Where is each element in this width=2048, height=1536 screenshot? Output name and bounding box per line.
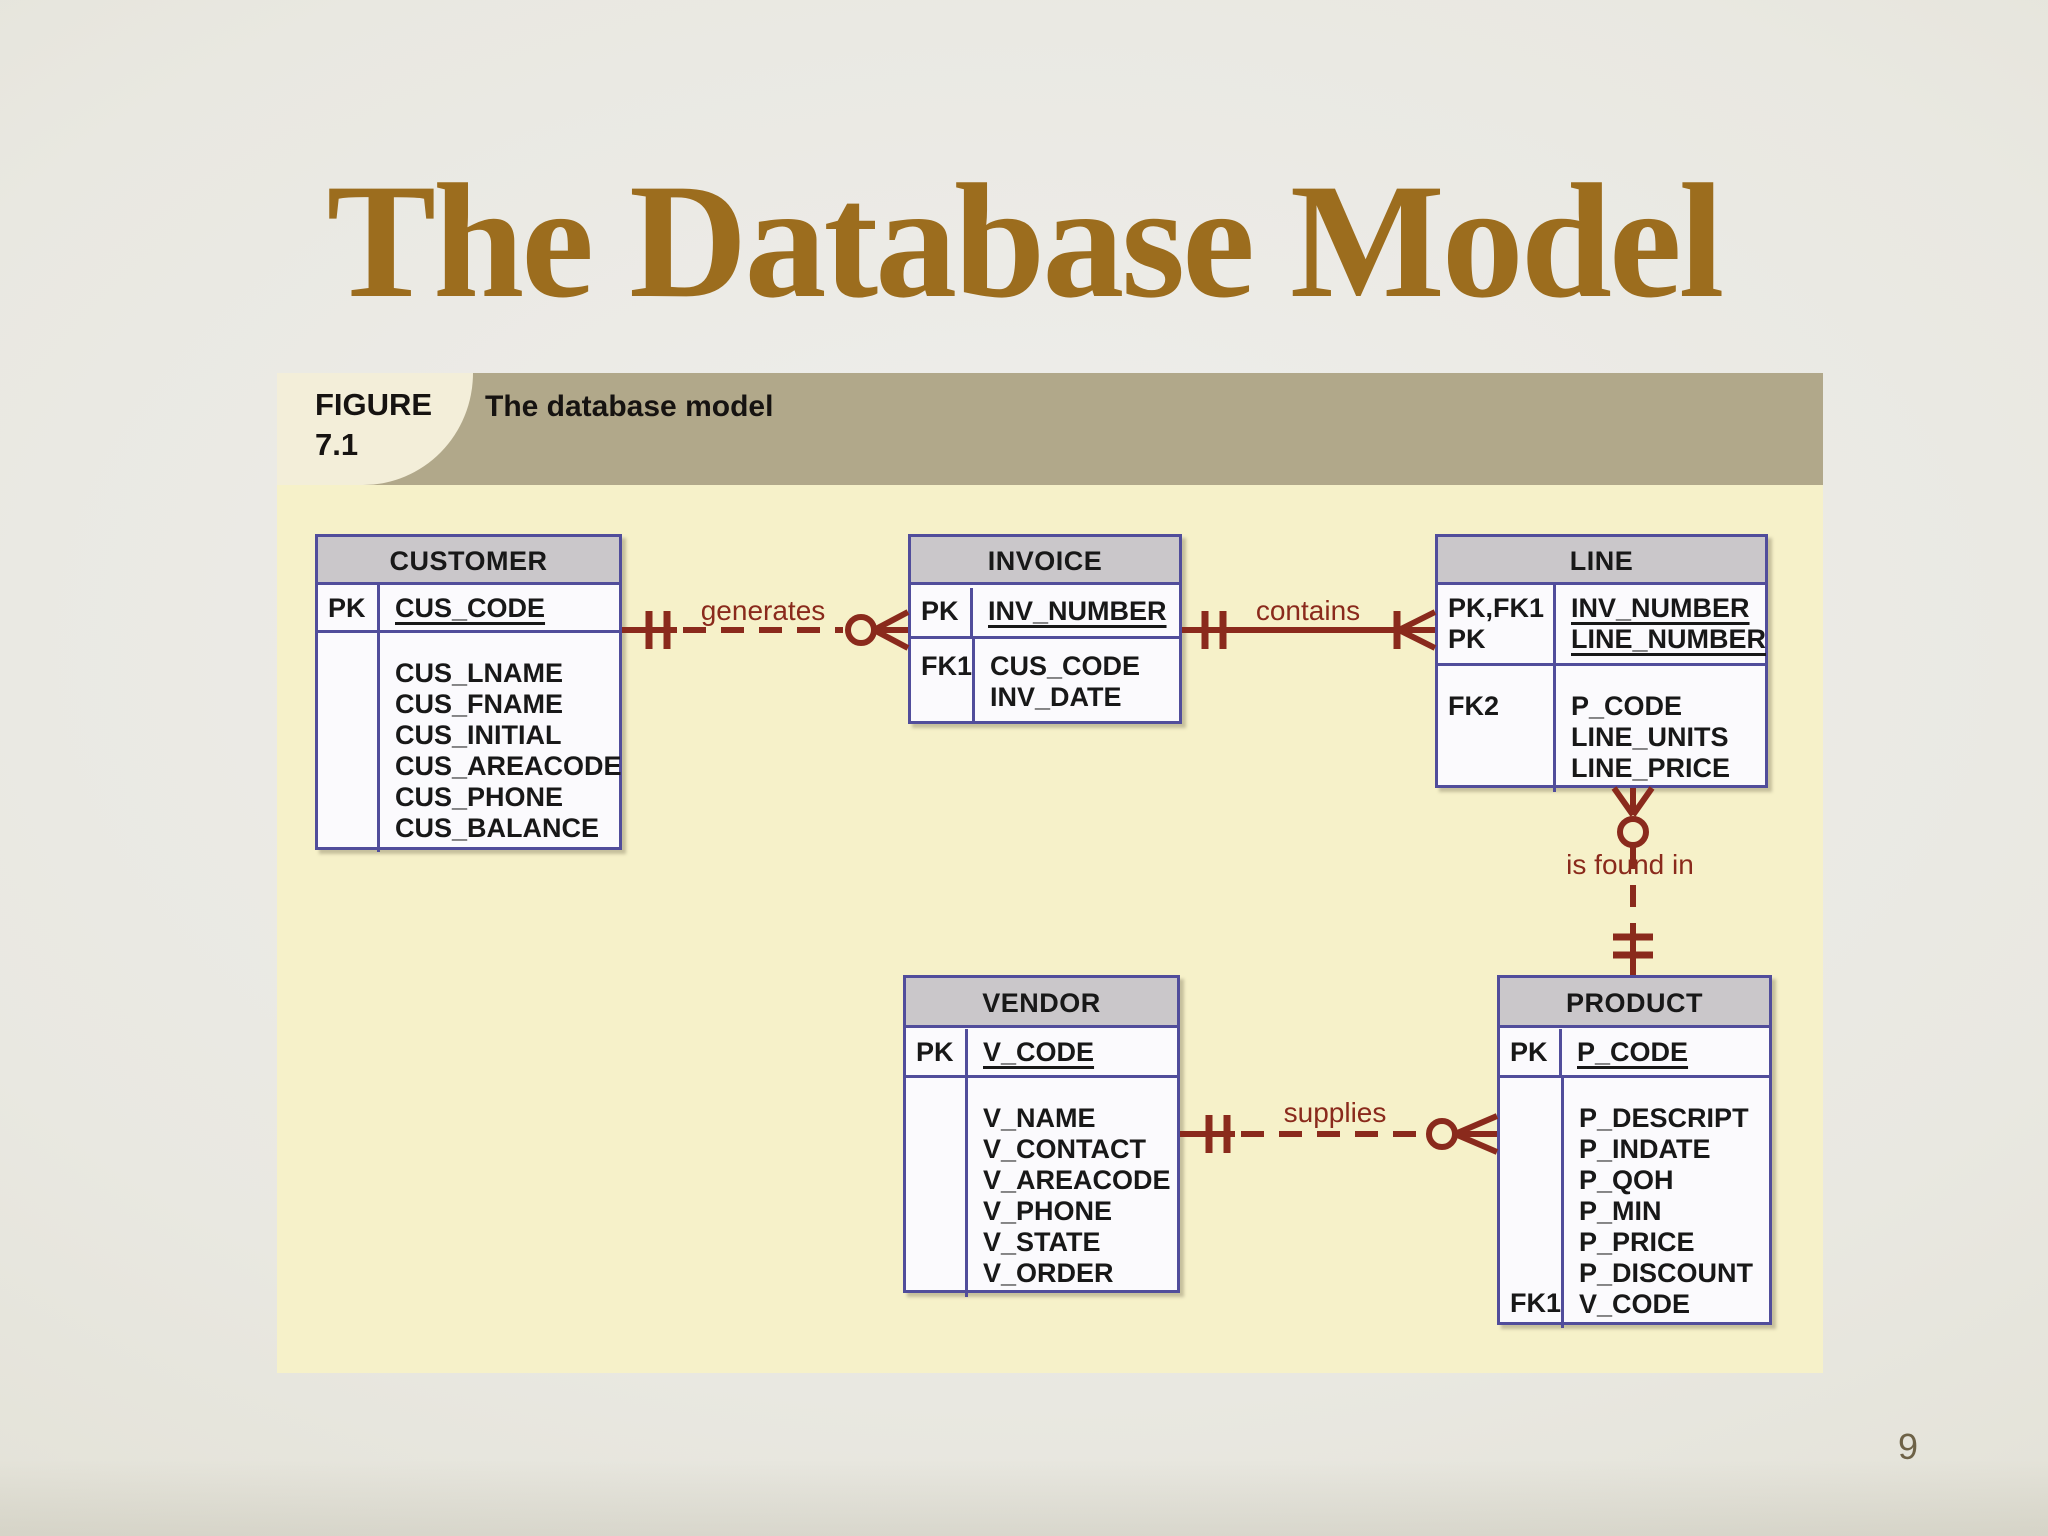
figure-caption: The database model — [485, 390, 774, 423]
attribute: INV_DATE — [990, 682, 1122, 712]
key-cell — [318, 633, 380, 852]
attribute: LINE_PRICE — [1571, 753, 1731, 783]
attribute: CUS_CODE — [395, 593, 546, 623]
field-cell: V_NAME V_CONTACT V_AREACODE V_PHONE V_ST… — [968, 1078, 1177, 1297]
er-diagram: CUSTOMER PK CUS_CODE CUS_LNAME CUS_FNAME… — [277, 485, 1823, 1373]
attribute: P_MIN — [1579, 1196, 1662, 1226]
slide-title: The Database Model — [326, 150, 1725, 332]
field-cell: CUS_CODE INV_DATE — [975, 639, 1179, 721]
key-cell: PK — [911, 588, 973, 636]
attribute: CUS_FNAME — [395, 689, 564, 719]
pk-row: PK,FK1 PK INV_NUMBER LINE_NUMBER — [1438, 585, 1766, 666]
field-cell: P_CODE LINE_UNITS LINE_PRICE — [1556, 666, 1765, 792]
pk-row: PK CUS_CODE — [318, 585, 619, 633]
figure-header-bar — [277, 373, 1823, 485]
page-number: 9 — [1898, 1426, 1919, 1467]
attribute: V_PHONE — [983, 1196, 1113, 1226]
key-cell: FK1 — [1500, 1078, 1565, 1328]
key-label: PK,FK1 — [1448, 593, 1545, 623]
field-cell: V_CODE — [968, 1029, 1177, 1075]
figure-panel: FIGURE 7.1 The database model CUSTOMER P… — [277, 373, 1823, 1373]
attribute: P_PRICE — [1579, 1227, 1695, 1257]
table-title: LINE — [1438, 537, 1765, 585]
relationship-label-is-found-in: is found in — [1566, 849, 1694, 880]
attribute: CUS_CODE — [990, 651, 1141, 681]
key-cell: PK — [906, 1029, 968, 1075]
key-label: FK1 — [1510, 1288, 1562, 1318]
entity-table-line: LINE PK,FK1 PK INV_NUMBER LINE_NUMBER FK… — [1435, 534, 1768, 792]
field-cell: P_DESCRIPT P_INDATE P_QOH P_MIN P_PRICE … — [1564, 1078, 1769, 1328]
field-cell: INV_NUMBER — [973, 588, 1179, 636]
attribute: CUS_PHONE — [395, 782, 564, 812]
attribute: LINE_NUMBER — [1571, 624, 1767, 654]
key-cell: FK2 — [1438, 666, 1556, 792]
field-cell: P_CODE — [1562, 1029, 1769, 1075]
attribute: V_CONTACT — [983, 1134, 1147, 1164]
attribute: INV_NUMBER — [988, 596, 1167, 626]
attribute: V_ORDER — [983, 1258, 1114, 1288]
relationship-label-generates: generates — [700, 595, 826, 626]
relationship-label-contains: contains — [1255, 595, 1361, 626]
table-title: INVOICE — [911, 537, 1179, 585]
attribute: P_INDATE — [1579, 1134, 1711, 1164]
attribute: CUS_LNAME — [395, 658, 564, 688]
entity-table-product: PRODUCT PK P_CODE FK1 P_DESCRIPT P_INDAT… — [1497, 975, 1772, 1328]
field-cell: INV_NUMBER LINE_NUMBER — [1556, 585, 1766, 663]
key-cell: FK1 — [911, 639, 976, 721]
key-cell: PK,FK1 PK — [1438, 585, 1556, 663]
attribute: V_STATE — [983, 1227, 1101, 1257]
fk-row: FK1 CUS_CODE INV_DATE — [911, 639, 1179, 721]
key-cell: PK — [1500, 1029, 1562, 1075]
field-cell: CUS_LNAME CUS_FNAME CUS_INITIAL CUS_AREA… — [380, 633, 622, 852]
key-cell — [906, 1078, 968, 1297]
table-title: CUSTOMER — [318, 537, 619, 585]
fk-row: FK2 P_CODE LINE_UNITS LINE_PRICE — [1438, 666, 1765, 792]
attribute: V_NAME — [983, 1103, 1096, 1133]
attribute: P_CODE — [1577, 1037, 1689, 1067]
attribute: V_CODE — [983, 1037, 1095, 1067]
attribute: CUS_BALANCE — [395, 813, 600, 843]
attribute: P_CODE — [1571, 691, 1683, 721]
figure-number: 7.1 — [315, 427, 359, 462]
key-label: PK — [1448, 624, 1486, 654]
attributes-row: CUS_LNAME CUS_FNAME CUS_INITIAL CUS_AREA… — [318, 633, 622, 852]
attribute: P_DESCRIPT — [1579, 1103, 1749, 1133]
figure-label-word: FIGURE — [315, 387, 433, 422]
relationship-label-supplies: supplies — [1283, 1097, 1387, 1128]
connector-is-found-in — [1611, 786, 1655, 975]
pk-row: PK P_CODE — [1500, 1028, 1769, 1078]
attribute: P_DISCOUNT — [1579, 1258, 1754, 1288]
attributes-row: FK1 P_DESCRIPT P_INDATE P_QOH P_MIN P_PR… — [1500, 1078, 1769, 1328]
entity-table-vendor: VENDOR PK V_CODE V_NAME V_CONTACT V_AREA… — [903, 975, 1180, 1297]
entity-table-customer: CUSTOMER PK CUS_CODE CUS_LNAME CUS_FNAME… — [315, 534, 622, 852]
table-title: PRODUCT — [1500, 978, 1769, 1028]
field-cell: CUS_CODE — [380, 585, 619, 630]
attribute: INV_NUMBER — [1571, 593, 1750, 623]
attribute: CUS_AREACODE — [395, 751, 622, 781]
attribute: LINE_UNITS — [1571, 722, 1729, 752]
attribute: P_QOH — [1579, 1165, 1674, 1195]
entity-table-invoice: INVOICE PK INV_NUMBER FK1 CUS_CODE INV_D… — [908, 534, 1182, 724]
attribute: CUS_INITIAL — [395, 720, 562, 750]
attribute: V_CODE — [1579, 1289, 1691, 1319]
pk-row: PK INV_NUMBER — [911, 585, 1179, 639]
attribute: V_AREACODE — [983, 1165, 1171, 1195]
table-title: VENDOR — [906, 978, 1177, 1028]
pk-row: PK V_CODE — [906, 1028, 1177, 1078]
attributes-row: V_NAME V_CONTACT V_AREACODE V_PHONE V_ST… — [906, 1078, 1177, 1297]
key-cell: PK — [318, 585, 380, 630]
